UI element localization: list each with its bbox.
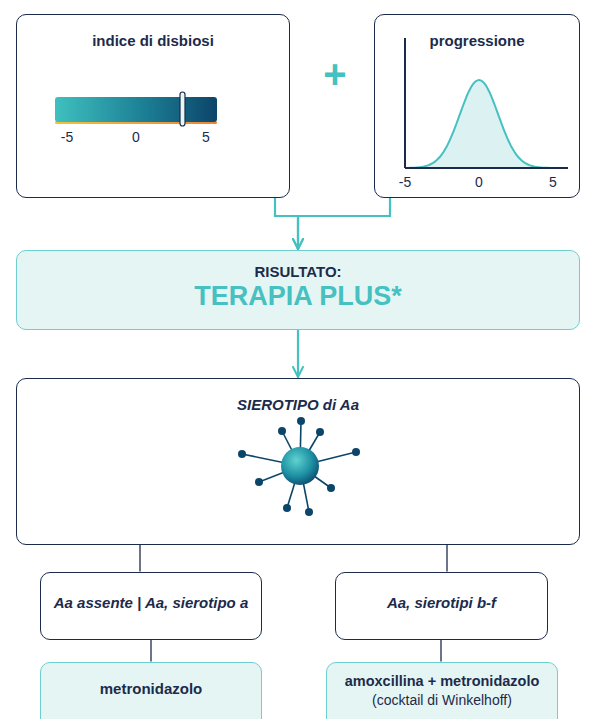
node-title: Aa assente | Aa, sierotipo a (54, 593, 249, 613)
chart-panel: progressione (374, 14, 580, 198)
axis-tick: 0 (132, 129, 140, 145)
node-title: Aa, sierotipi b-f (387, 593, 496, 613)
axis-tick: -5 (61, 129, 73, 145)
dysbiosis-scale (55, 92, 217, 126)
condition-box: Aa assente | Aa, sierotipo a (40, 572, 262, 640)
axis-tick: 0 (475, 174, 483, 190)
result-box: RISULTATO:TERAPIA PLUS* (16, 250, 580, 330)
condition-box: Aa, sierotipi b-f (335, 572, 548, 640)
connector (139, 545, 140, 571)
connector (275, 198, 298, 249)
plus-sign: + (323, 52, 346, 97)
progression-chart (405, 38, 568, 168)
node-text: TERAPIA PLUS* (194, 281, 402, 312)
node-text: (cocktail di Winkelhoff) (372, 691, 512, 709)
node-title: SIEROTIPO di Aa (237, 395, 359, 415)
axis-tick: -5 (399, 174, 411, 190)
axis-tick: 5 (202, 129, 210, 145)
connector (150, 640, 151, 661)
connector (297, 330, 299, 377)
connector (440, 640, 441, 661)
node-title: indice di disbiosi (92, 31, 214, 51)
scale-panel: indice di disbiosi (16, 14, 290, 198)
connector (298, 198, 390, 249)
axis-tick: 5 (549, 174, 557, 190)
node-title: metronidazolo (100, 679, 203, 699)
therapy-box: amoxcillina + metronidazolo(cocktail di … (326, 662, 558, 719)
connector (446, 545, 447, 571)
node-title: amoxcillina + metronidazolo (345, 672, 540, 691)
serotype-panel: SIEROTIPO di Aa (16, 378, 580, 545)
bacterium-icon (238, 417, 360, 516)
node-title: progressione (429, 31, 524, 51)
node-title: RISULTATO: (254, 262, 341, 282)
therapy-box: metronidazolo (40, 662, 262, 719)
